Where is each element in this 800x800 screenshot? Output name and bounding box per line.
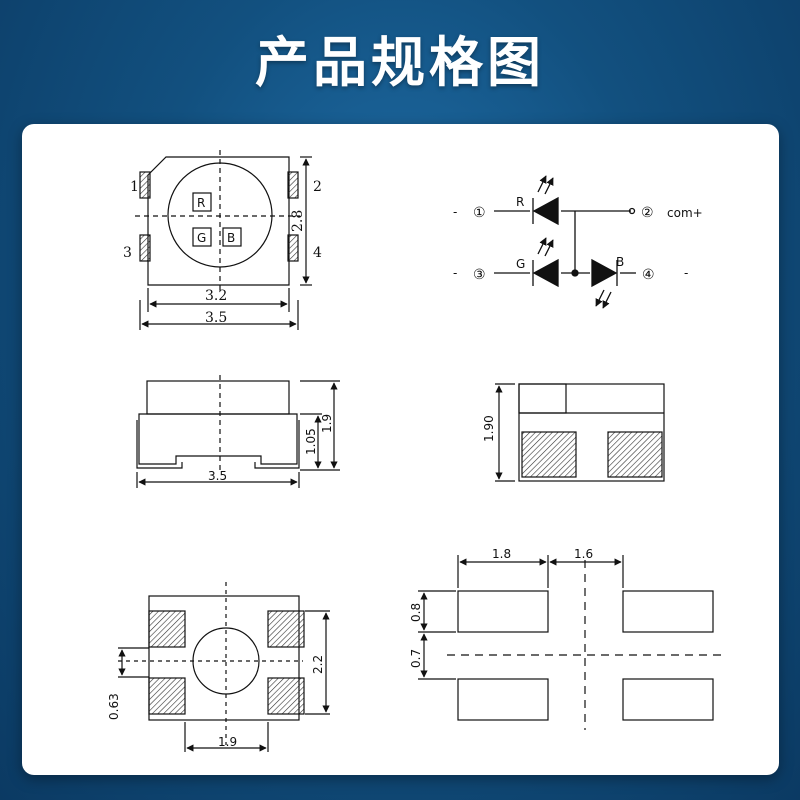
top-view — [135, 150, 312, 330]
pad-label-b: B — [227, 231, 235, 245]
bottom-pad-3 — [148, 677, 186, 715]
side-dim-body: 1.05 — [304, 428, 318, 455]
bottom-view — [118, 582, 330, 752]
package-outline — [147, 156, 290, 286]
pad-b-box — [222, 227, 242, 247]
circuit-pin-3: ③ — [473, 267, 486, 283]
pad-label-r: R — [197, 196, 205, 210]
footprint-pad-4 — [622, 678, 714, 721]
end-pad-right — [607, 431, 663, 478]
dim-label-2-8: 2.8 — [290, 210, 306, 232]
bottom-pad-4 — [267, 677, 305, 715]
side-lead-right — [254, 420, 300, 469]
circuit-pin-2: ② — [641, 205, 654, 221]
dim-label-3-5: 3.5 — [205, 310, 227, 326]
led-label-r: R — [516, 195, 524, 209]
bottom-pad-1 — [148, 610, 186, 648]
led-b-diode — [591, 258, 618, 288]
side-lens-body — [146, 380, 290, 415]
junction-node — [571, 269, 579, 277]
circuit-pin-1: ① — [473, 205, 486, 221]
led-r-diode — [532, 196, 559, 226]
bottom-dim-pitch-x: 1.9 — [218, 735, 237, 749]
circuit-diagram — [494, 175, 636, 309]
led-g-diode — [532, 258, 559, 288]
end-body — [518, 383, 665, 482]
pin-pad-1 — [139, 171, 151, 199]
bottom-pad-2 — [267, 610, 305, 648]
pad-r-box — [192, 192, 212, 212]
node-pin-2 — [628, 207, 636, 215]
end-dim-height: 1.90 — [482, 415, 496, 442]
footprint-dim-pad-width: 1.8 — [492, 547, 511, 561]
minus-label-3: - — [453, 266, 457, 280]
bottom-dim-pitch-y: 2.2 — [311, 655, 325, 674]
pad-g-box — [192, 227, 212, 247]
bottom-body — [148, 595, 300, 721]
pad-label-g: G — [197, 231, 206, 245]
pin-pad-2 — [287, 171, 299, 199]
end-lens-step — [518, 383, 567, 414]
pin-label-4: 4 — [313, 245, 322, 261]
pin-pad-3 — [139, 234, 151, 262]
side-dim-width: 3.5 — [208, 469, 227, 483]
footprint-pad-1 — [457, 590, 549, 633]
side-lead-left — [136, 420, 183, 469]
footprint-pad-2 — [622, 590, 714, 633]
side-base-body — [138, 413, 298, 465]
bottom-dim-offset: 0.63 — [107, 693, 121, 720]
com-label: com+ — [667, 206, 703, 220]
pin-pad-4 — [287, 234, 299, 262]
side-view — [136, 375, 340, 488]
footprint-dim-gap: 1.6 — [574, 547, 593, 561]
minus-label-4: - — [684, 266, 688, 280]
led-label-g: G — [516, 257, 525, 271]
footprint-pad-3 — [457, 678, 549, 721]
dim-label-3-2: 3.2 — [205, 288, 227, 304]
pin-label-3: 3 — [123, 245, 132, 261]
led-label-b: B — [616, 255, 624, 269]
footprint-dim-spacing: 0.7 — [409, 649, 423, 668]
circuit-pin-4: ④ — [642, 267, 655, 283]
end-view — [495, 383, 665, 482]
minus-label-1: - — [453, 205, 457, 219]
pin-label-2: 2 — [313, 179, 322, 195]
footprint-view — [418, 555, 722, 730]
pin-label-1: 1 — [130, 179, 139, 195]
end-pad-left — [521, 431, 577, 478]
side-dim-total: 1.9 — [320, 414, 334, 433]
footprint-dim-pad-height: 0.8 — [409, 603, 423, 622]
page-title: 产品规格图 — [255, 31, 545, 94]
